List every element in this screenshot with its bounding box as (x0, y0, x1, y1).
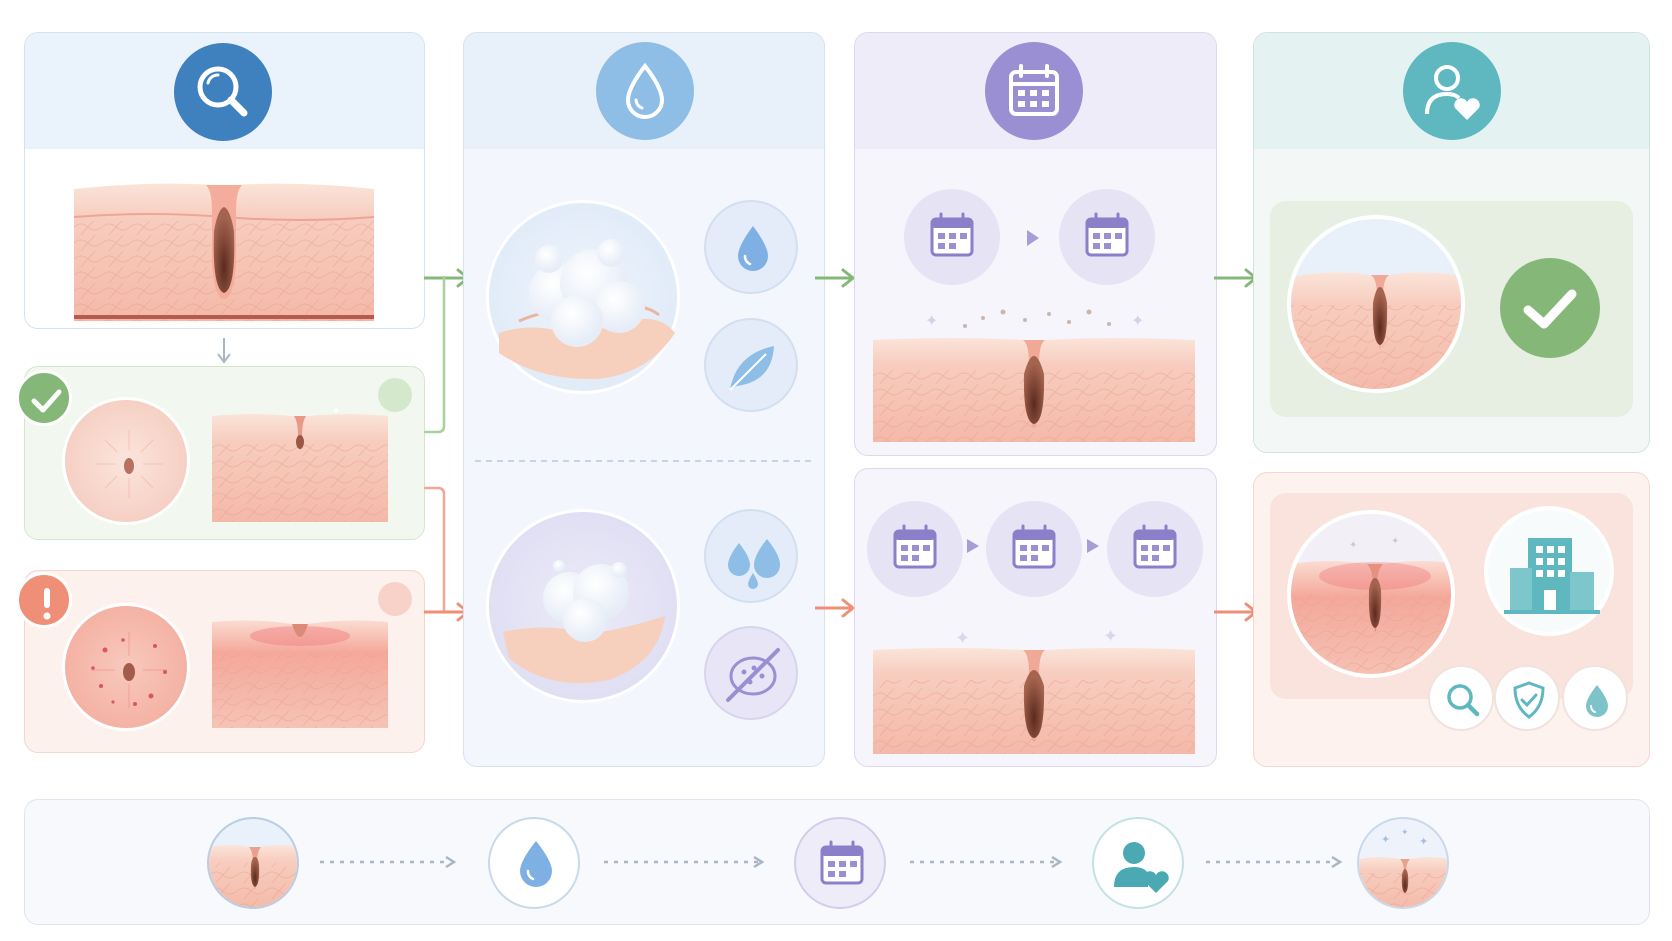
svg-text:✦: ✦ (1131, 311, 1144, 330)
dotted-arrow-icon (604, 855, 765, 869)
slow-recovery-skin-section: ✦ ✦ (873, 626, 1195, 754)
assess-header-badge (174, 43, 272, 141)
calendar-icon (1107, 501, 1203, 597)
dotted-arrow-icon (910, 855, 1063, 869)
clearing-skin-section: ✦ ✦ (873, 309, 1195, 442)
person-heart-icon (1425, 65, 1480, 120)
feather-icon[interactable] (704, 318, 798, 412)
calendar-icon (986, 501, 1082, 597)
cleanse-divider (475, 460, 811, 462)
inflamed-skin-section (212, 620, 388, 728)
water-drop-icon (488, 817, 580, 909)
svg-text:✦: ✦ (332, 406, 340, 417)
person-heart-icon (1092, 817, 1184, 909)
careful-foam-hands (486, 509, 680, 703)
shield-check-icon[interactable] (1494, 665, 1560, 731)
dotted-arrow-icon (320, 855, 457, 869)
good-status-dot (378, 378, 412, 412)
check-badge-icon (16, 370, 72, 426)
healthy-skin-section: ✦ (212, 406, 388, 522)
calendar-icon (904, 189, 1000, 285)
svg-text:✦: ✦ (955, 628, 970, 649)
calendar-icon (1059, 189, 1155, 285)
success-check-icon (1500, 258, 1600, 358)
dotted-arrow-icon (1206, 855, 1343, 869)
calendar-icon (794, 817, 886, 909)
irritated-skin-closeup: ✦ ✦ (1287, 510, 1455, 678)
skin-cross-section (73, 183, 375, 321)
cleanse-header-badge (596, 42, 694, 140)
magnifier-icon[interactable] (1428, 665, 1494, 731)
care-header-badge (1403, 42, 1501, 140)
healthy-pore-closeup (62, 397, 190, 525)
svg-text:✦: ✦ (1103, 626, 1118, 647)
svg-text:✦: ✦ (1401, 828, 1409, 838)
calendar-icon (867, 501, 963, 597)
svg-text:✦: ✦ (1419, 835, 1428, 848)
play-arrow-icon (967, 539, 979, 553)
play-arrow-icon (1027, 230, 1039, 246)
svg-text:✦: ✦ (1349, 540, 1357, 551)
gentle-foam-hands (486, 200, 680, 394)
alert-badge-icon (16, 572, 72, 628)
water-drop-icon (625, 62, 665, 119)
sparkle-skin-icon: ✦ ✦ ✦ (1357, 817, 1449, 909)
svg-text:✦: ✦ (1381, 833, 1390, 846)
double-drop-icon[interactable] (704, 509, 798, 603)
water-drop-icon[interactable] (1562, 665, 1628, 731)
no-scrub-icon[interactable] (704, 626, 798, 720)
cleanse-to-schedule-arrow (815, 268, 856, 288)
magnifier-icon (197, 66, 248, 117)
good-branch-connector (424, 276, 446, 434)
water-drop-icon[interactable] (704, 200, 798, 294)
svg-text:✦: ✦ (925, 311, 938, 330)
cleanse-to-schedule-bad-arrow (815, 598, 856, 618)
assess-panel (24, 32, 425, 329)
clinic-building-icon (1484, 506, 1614, 636)
schedule-header-badge (985, 42, 1083, 140)
down-arrow-icon (217, 338, 231, 364)
inflamed-pore-closeup (62, 603, 190, 731)
calendar-icon (1009, 64, 1059, 116)
skin-icon (207, 817, 299, 909)
bad-status-dot (378, 582, 412, 616)
recovered-skin-closeup (1287, 215, 1465, 393)
svg-text:✦: ✦ (1391, 536, 1399, 547)
play-arrow-icon (1087, 539, 1099, 553)
